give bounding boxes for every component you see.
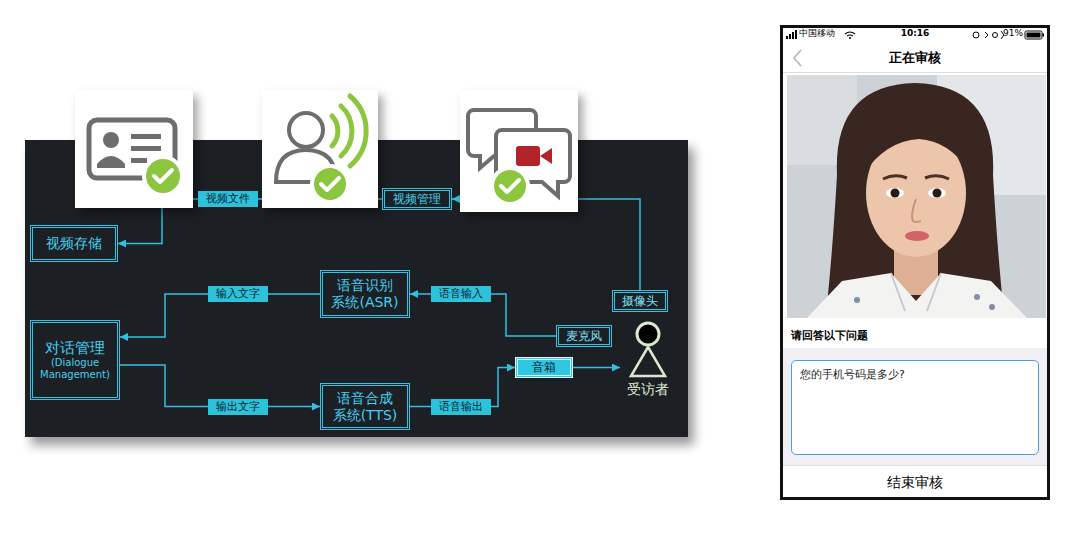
person-symbol <box>620 318 676 378</box>
video-chat-symbol <box>460 90 578 212</box>
person-head <box>637 323 659 345</box>
wifi-symbol <box>845 32 855 36</box>
node-text: 对话管理 <box>45 339 105 357</box>
edge-label: 视频文件 <box>198 191 258 207</box>
video-chat-icon <box>460 90 578 212</box>
node-subtext: (Dialogue Management) <box>39 357 111 381</box>
node-text: 语音识别 系统(ASR) <box>329 277 401 311</box>
screen-title: 正在审核 <box>889 50 941 66</box>
question-box: 您的手机号码是多少? <box>791 360 1039 455</box>
node-text: 音箱 <box>532 360 556 374</box>
voice-icon <box>262 90 378 208</box>
status-icons <box>973 31 1004 39</box>
voice-symbol <box>262 90 378 208</box>
device-box: 音箱 <box>515 357 573 378</box>
connector <box>452 199 640 290</box>
process-box: 语音识别 系统(ASR) <box>320 270 410 318</box>
node-text: 摄像头 <box>622 294 658 308</box>
edge-label: 输出文字 <box>208 399 268 415</box>
clock-text: 10:16 <box>901 28 930 39</box>
battery-symbol <box>1025 31 1042 39</box>
back-arrow <box>794 50 801 66</box>
edge-label: 语音输出 <box>431 399 491 415</box>
person-body <box>631 347 665 376</box>
person-node: 受访者 <box>620 318 676 398</box>
node-text: 受访者 <box>627 380 669 398</box>
node-text: 您的手机号码是多少? <box>800 368 1030 382</box>
node-text: 视频存储 <box>46 235 102 252</box>
edge-label: 语音输入 <box>431 286 491 302</box>
process-box: 视频管理 <box>382 188 452 210</box>
id-card-icon <box>75 90 193 208</box>
face-photo <box>787 75 1046 318</box>
manager-box: 对话管理(Dialogue Management) <box>30 320 120 400</box>
carrier-text: 中国移动 <box>799 28 835 39</box>
button-text: 结束审核 <box>887 474 943 491</box>
device-box: 麦克风 <box>556 325 612 347</box>
storage-box: 视频存储 <box>30 225 118 262</box>
edge-label: 输入文字 <box>208 286 268 302</box>
battery-text: 91% <box>1003 28 1023 39</box>
node-text: 语音合成 系统(TTS) <box>329 390 401 424</box>
prompt-text: 请回答以下问题 <box>791 329 868 342</box>
signal-bars <box>786 30 797 39</box>
node-text: 视频管理 <box>393 192 441 206</box>
device-box: 摄像头 <box>612 290 668 312</box>
id-card-symbol <box>75 90 193 208</box>
node-text: 麦克风 <box>566 329 602 343</box>
process-box: 语音合成 系统(TTS) <box>320 383 410 430</box>
connector <box>573 367 620 369</box>
